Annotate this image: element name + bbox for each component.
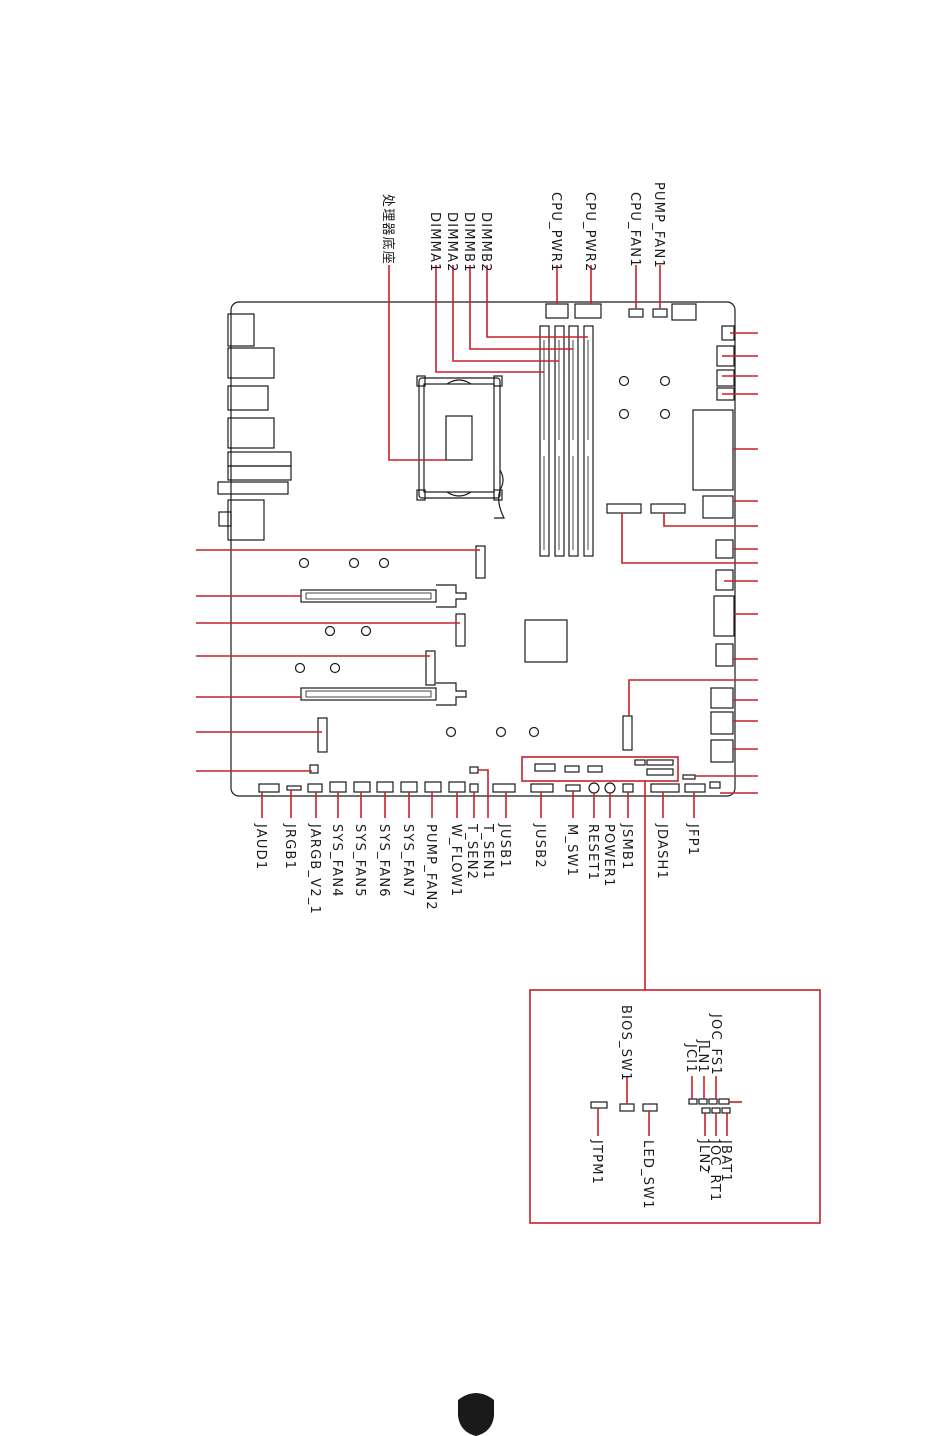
zoom-source-box: [522, 757, 678, 781]
label-t-sen1: T_SEN1: [480, 823, 495, 880]
label-sys-fan4: SYS_FAN4: [329, 824, 344, 898]
bottom-headers: [259, 767, 720, 793]
label-t-sen2: T_SEN2: [464, 823, 479, 880]
label-led-sw1: LED_SW1: [640, 1140, 655, 1210]
label-jusb1: JUSB1: [497, 823, 512, 869]
label-sys-fan6: SYS_FAN6: [376, 824, 391, 898]
label-jci1: JCI1: [683, 1043, 698, 1074]
label-cpu-pwr2: CPU_PWR2: [582, 192, 597, 273]
label-dimmb1: DIMMB1: [461, 212, 476, 273]
bottom-labels: JAUD1 JRGB1 JARGB_V2_1 SYS_FAN4 SYS_FAN5…: [253, 823, 700, 915]
label-reset1: RESET1: [585, 824, 600, 881]
label-cpu-fan1: CPU_FAN1: [627, 192, 642, 268]
label-cpu-pwr1: CPU_PWR1: [548, 192, 563, 273]
inset-box: [530, 990, 820, 1223]
label-cpu-socket: 处理器底座: [380, 194, 396, 265]
label-jsmb1: JSMB1: [619, 823, 634, 871]
expansion-slots: [301, 504, 685, 773]
label-bios-sw1: BIOS_SW1: [618, 1005, 633, 1082]
board-outline: [231, 302, 735, 796]
top-headers: [546, 304, 696, 320]
label-pump-fan2: PUMP_FAN2: [423, 824, 438, 911]
inset-components: [591, 1099, 730, 1113]
label-jusb2: JUSB2: [532, 823, 547, 869]
label-dimma2: DIMMA2: [444, 212, 459, 273]
label-sys-fan7: SYS_FAN7: [400, 824, 415, 898]
label-dimma1: DIMMA1: [427, 212, 442, 273]
label-jrgb1: JRGB1: [282, 823, 297, 870]
leaders-right: [622, 333, 758, 793]
label-dimmb2: DIMMB2: [478, 212, 493, 273]
label-jtpm1: JTPM1: [589, 1139, 604, 1185]
leaders-left: [196, 550, 480, 771]
right-connectors: [693, 326, 734, 762]
label-jln2: JLN2: [696, 1139, 711, 1174]
shield-logo: [458, 1393, 494, 1436]
leaders-top: [389, 265, 660, 460]
label-jaud1: JAUD1: [253, 823, 268, 870]
label-sys-fan5: SYS_FAN5: [352, 824, 367, 898]
label-w-flow1: W_FLOW1: [448, 824, 463, 897]
io-ports: [218, 314, 291, 540]
label-jfp1: JFP1: [685, 823, 700, 856]
inset-labels: JOC_FS1 JLN1 JCI1 BIOS_SW1 JBAT1 JOC_RT1…: [589, 1005, 733, 1210]
top-labels: 处理器底座 DIMMA1 DIMMA2 DIMMB1 DIMMB2 CPU_PW…: [380, 182, 666, 273]
mounting-holes: [296, 377, 670, 737]
label-power1: POWER1: [601, 824, 616, 888]
cpu-socket: [417, 376, 504, 518]
label-jdash1: JDASH1: [654, 823, 669, 880]
label-pump-fan1: PUMP_FAN1: [651, 182, 666, 269]
label-jargb-v2-1: JARGB_V2_1: [307, 823, 322, 915]
label-m-sw1: M_SW1: [564, 824, 579, 877]
